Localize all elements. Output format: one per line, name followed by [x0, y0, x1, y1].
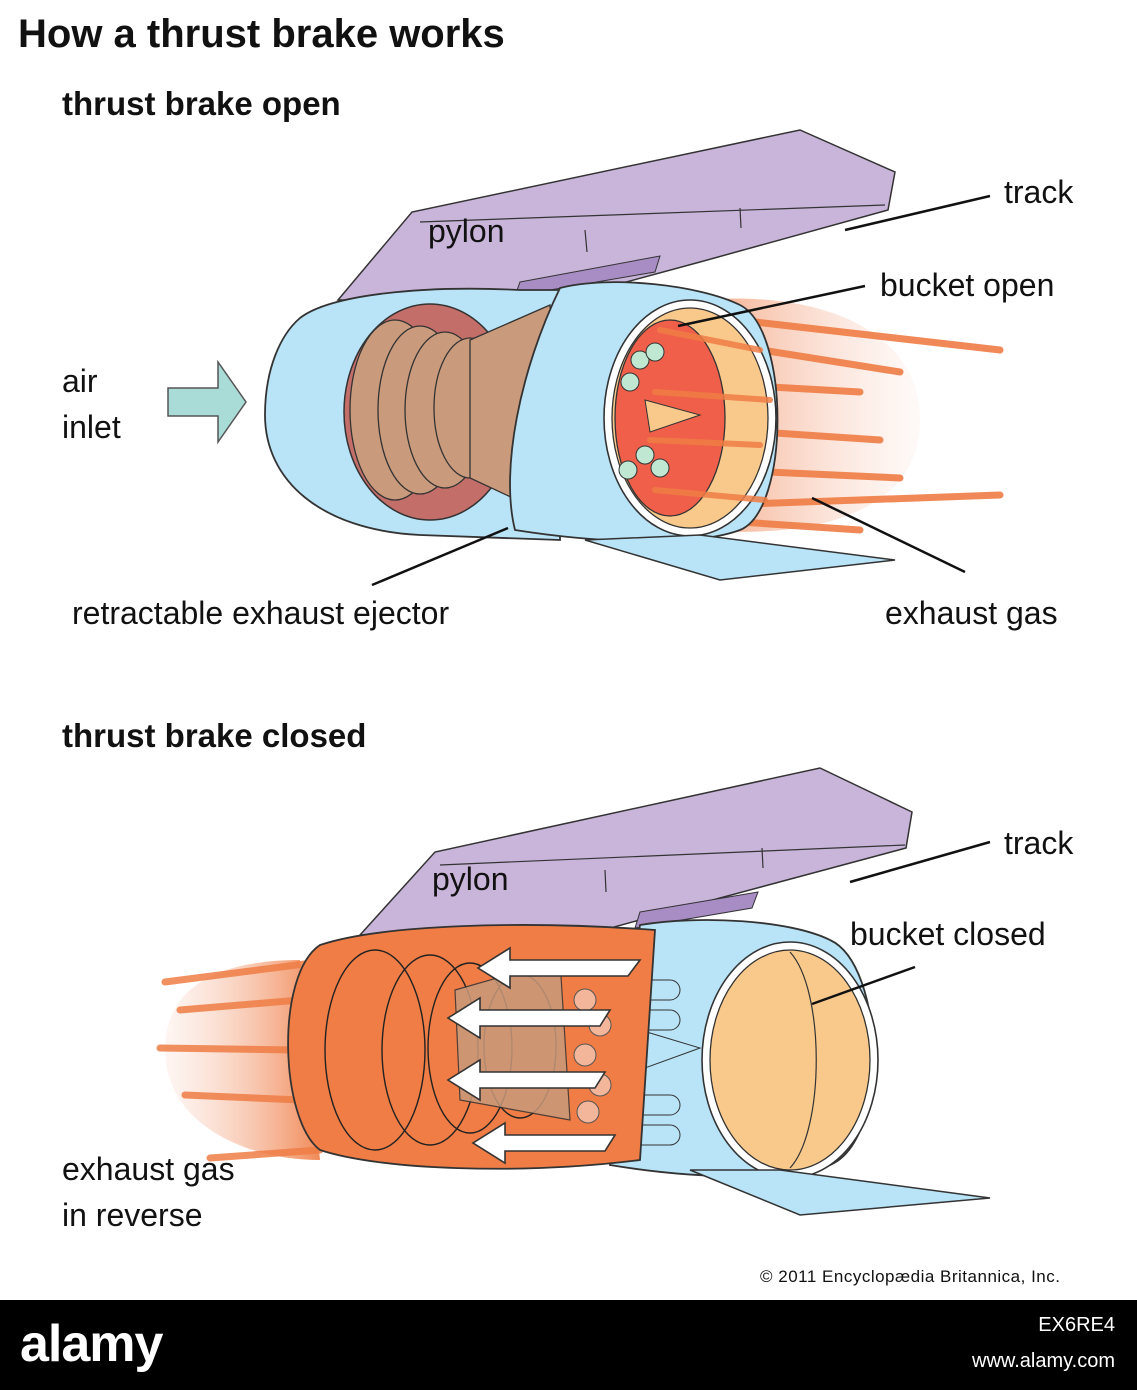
- reverse-exhaust-label-line2: in reverse: [62, 1197, 203, 1233]
- ejector-label: retractable exhaust ejector: [72, 595, 450, 631]
- closed-track-label: track: [1004, 825, 1074, 861]
- open-exhaust-label: exhaust gas: [885, 595, 1058, 631]
- closed-bucket-label: bucket closed: [850, 916, 1046, 952]
- alamy-logo: alamy: [20, 1315, 163, 1373]
- copyright-notice: © 2011 Encyclopædia Britannica, Inc.: [760, 1267, 1061, 1286]
- open-bucket-label: bucket open: [880, 267, 1055, 303]
- closed-pylon-label: pylon: [432, 861, 509, 897]
- closed-engine: [156, 767, 991, 1216]
- open-panel-heading: thrust brake open: [62, 85, 341, 122]
- thrust-brake-diagram: [156, 129, 1004, 1216]
- open-engine: [167, 129, 1004, 587]
- air-inlet-label-line2: inlet: [62, 409, 121, 445]
- air-inlet-label-line1: air: [62, 363, 98, 399]
- watermark-footer: alamy EX6RE4 www.alamy.com: [0, 1300, 1137, 1390]
- reverse-exhaust-label-line1: exhaust gas: [62, 1151, 235, 1187]
- closed-bucket: [709, 949, 871, 1171]
- closed-pylon-shape: [358, 767, 913, 936]
- open-pylon-label: pylon: [428, 213, 505, 249]
- left-arrow-icon: [446, 946, 642, 1165]
- site-url: www.alamy.com: [972, 1350, 1115, 1372]
- open-track-label: track: [1004, 174, 1074, 210]
- right-arrow-icon: [167, 359, 247, 445]
- closed-panel-heading: thrust brake closed: [62, 717, 367, 754]
- image-id: EX6RE4: [1038, 1314, 1115, 1336]
- page-title: How a thrust brake works: [18, 12, 505, 56]
